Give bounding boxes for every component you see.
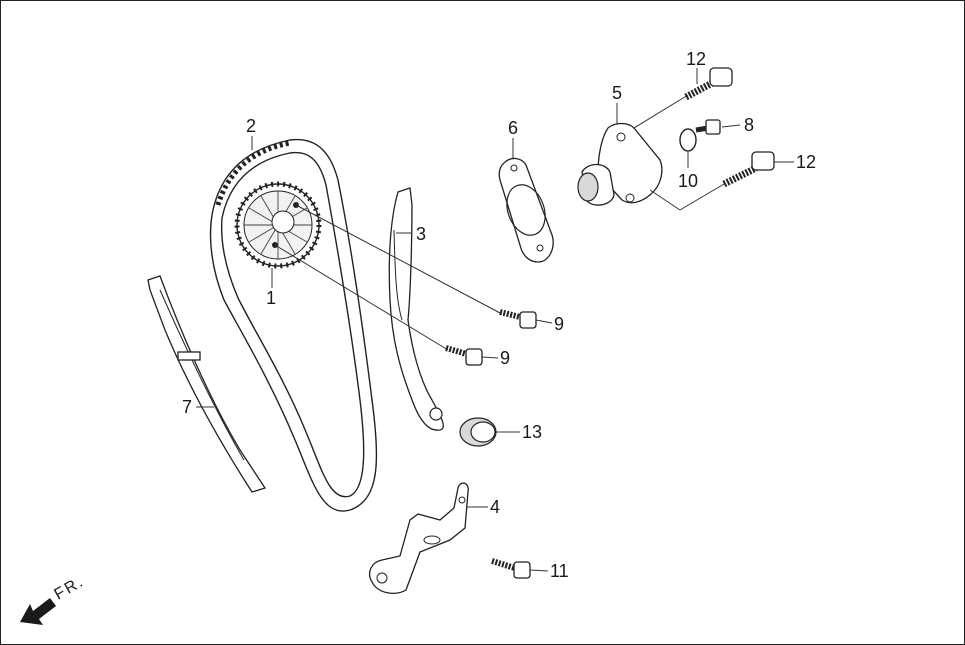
callout-12-top: 12 xyxy=(686,49,706,69)
tensioner-lifter xyxy=(577,122,663,206)
o-ring xyxy=(679,128,697,152)
chain-guide xyxy=(147,275,267,493)
callout-8: 8 xyxy=(744,115,754,135)
callout-1: 1 xyxy=(266,288,276,308)
callout-5: 5 xyxy=(612,83,622,103)
callout-7: 7 xyxy=(182,397,192,417)
callout-12-side: 12 xyxy=(796,152,816,172)
callout-9-upper: 9 xyxy=(554,314,564,334)
lifter-bolt-side xyxy=(722,151,775,188)
callout-labels: 1 2 3 4 5 6 7 8 9 9 10 11 12 12 13 xyxy=(182,49,816,581)
front-arrow-icon xyxy=(20,598,56,625)
collar xyxy=(459,417,497,447)
bracket xyxy=(368,482,469,594)
tensioner-arm xyxy=(388,187,444,431)
callout-9-lower: 9 xyxy=(500,348,510,368)
callout-2: 2 xyxy=(246,116,256,136)
callout-11: 11 xyxy=(550,561,569,581)
leader-lines xyxy=(196,68,794,572)
callout-4: 4 xyxy=(490,497,500,517)
lifter-bolt-top xyxy=(684,67,733,101)
sealing-bolt xyxy=(695,119,721,135)
callout-3: 3 xyxy=(416,224,426,244)
gasket xyxy=(498,157,554,263)
callout-6: 6 xyxy=(508,118,518,138)
cam-chain xyxy=(209,138,378,512)
cam-sprocket xyxy=(234,181,322,269)
callout-10: 10 xyxy=(678,171,698,191)
callout-13: 13 xyxy=(522,422,542,442)
